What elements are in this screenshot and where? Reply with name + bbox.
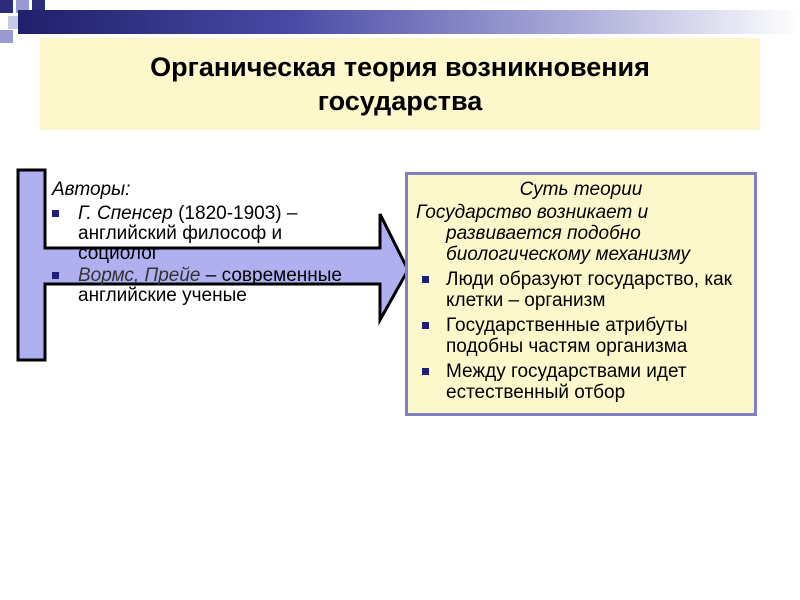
essence-list: Люди образуют государство, как клетки – … [416, 269, 746, 403]
essence-lead-line2: развивается подобно биологическому механ… [446, 223, 691, 265]
essence-item: Государственные атрибуты подобны частям … [416, 315, 746, 357]
square-bullet-icon [422, 322, 429, 329]
authors-list: Г. Спенсер (1820-1903) – английский фило… [52, 204, 352, 306]
authors-block: Авторы: Г. Спенсер (1820-1903) – английс… [52, 180, 352, 308]
square-bullet-icon [422, 368, 429, 375]
slide-title: Органическая теория возникновения госуда… [150, 52, 650, 116]
arrow-polygon [16, 168, 410, 362]
essence-item-text: Между государствами идет естественный от… [446, 361, 687, 403]
essence-lead: Государство возникает и развивается подо… [416, 202, 746, 265]
essence-item-text: Государственные атрибуты подобны частям … [446, 315, 688, 357]
author-name: Г. Спенсер [78, 203, 173, 224]
author-name: Вормс, Прейе [78, 265, 201, 286]
header-gradient-bar [18, 10, 800, 34]
author-description: – современные английские ученые [78, 265, 342, 306]
essence-lead-line1: Государство возникает и [416, 202, 649, 223]
square-bullet-icon [422, 276, 429, 283]
authors-heading: Авторы: [52, 179, 131, 200]
title-panel: Органическая теория возникновения госуда… [40, 38, 760, 130]
square-bullet-icon [52, 272, 59, 279]
square-bullet-icon [52, 210, 59, 217]
author-item: Вормс, Прейе – современные английские уч… [52, 266, 352, 306]
theory-essence-panel: Суть теории Государство возникает и разв… [405, 172, 757, 416]
essence-item-text: Люди образуют государство, как клетки – … [446, 269, 732, 311]
corner-decoration [0, 0, 60, 43]
essence-item: Между государствами идет естественный от… [416, 361, 746, 403]
author-item: Г. Спенсер (1820-1903) – английский фило… [52, 204, 352, 264]
essence-item: Люди образуют государство, как клетки – … [416, 269, 746, 311]
essence-heading: Суть теории [519, 179, 643, 200]
author-description: (1820-1903) – английский философ и социо… [78, 203, 298, 264]
